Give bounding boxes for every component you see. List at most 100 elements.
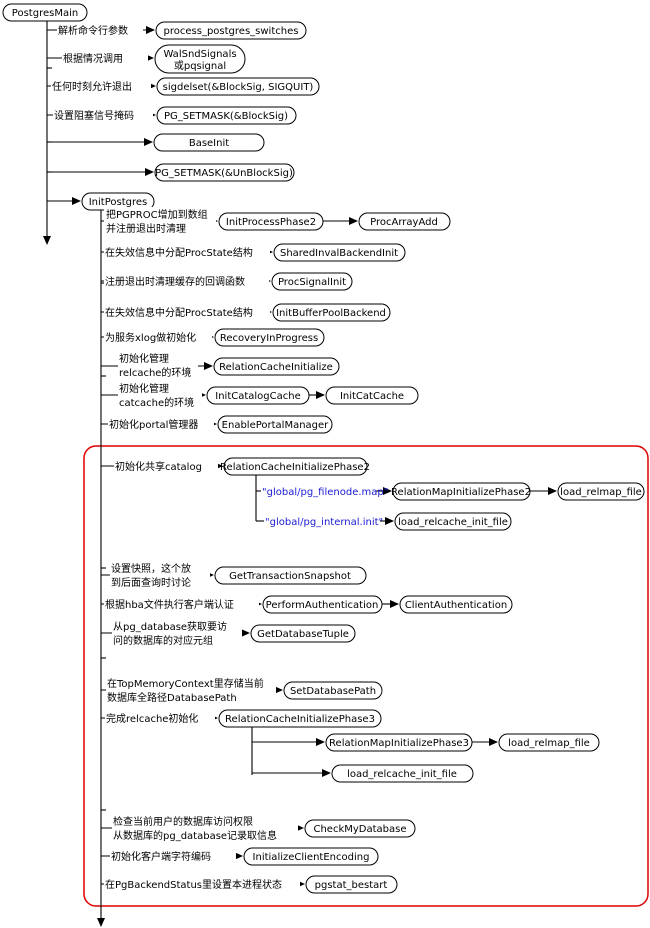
svg-text:EnablePortalManager: EnablePortalManager [222, 420, 330, 431]
node-getdatabasetuple: GetDatabaseTuple [250, 624, 356, 643]
node-relationcacheinitialize: RelationCacheInitialize [213, 357, 340, 376]
node-initprocessphase2: InitProcessPhase2 [218, 212, 324, 231]
svg-text:InitProcessPhase2: InitProcessPhase2 [226, 217, 316, 228]
svg-text:RelationCacheInitializePhase2: RelationCacheInitializePhase2 [220, 462, 370, 473]
svg-text:GetTransactionSnapshot: GetTransactionSnapshot [229, 571, 351, 582]
node-load-relcache-init-file-1: load_relcache_init_file [394, 512, 512, 531]
label-call-by-case: 根据情况调用 [63, 52, 123, 65]
svg-text:ClientAuthentication: ClientAuthentication [405, 600, 507, 611]
svg-text:BaseInit: BaseInit [189, 138, 229, 149]
node-initcatcache: InitCatCache [325, 386, 419, 405]
label-init-portal: 初始化portal管理器 [109, 418, 198, 431]
label-hba-auth: 根据hba文件执行客户端认证 [105, 598, 234, 611]
node-relationmapinitializephase2: RelationMapInitializePhase2 [391, 482, 531, 501]
node-performauthentication: PerformAuthentication [262, 595, 383, 614]
node-initcatalogcache: InitCatalogCache [206, 386, 310, 405]
svg-text:load_relcache_init_file: load_relcache_init_file [398, 517, 508, 528]
node-pg-setmask-unblocksig: PG_SETMASK(&UnBlockSig) [154, 163, 295, 182]
svg-text:PG_SETMASK(&BlockSig): PG_SETMASK(&BlockSig) [164, 111, 288, 122]
svg-text:pgstat_bestart: pgstat_bestart [315, 880, 388, 891]
node-setdatabasepath: SetDatabasePath [283, 681, 383, 700]
svg-text:RelationMapInitializePhase2: RelationMapInitializePhase2 [391, 487, 531, 498]
label-snapshot-2: 到后面查询时讨论 [111, 576, 191, 589]
svg-text:load_relmap_file: load_relmap_file [560, 487, 642, 498]
svg-text:process_postgres_switches: process_postgres_switches [164, 26, 299, 37]
label-xlog-init: 为服务xlog做初始化 [105, 331, 196, 344]
label-register-cleanup: 注册退出时清理缓存的回调函数 [105, 275, 245, 288]
label-check-access-2: 从数据库的pg_database记录取信息 [113, 829, 277, 842]
label-set-backend-status: 在PgBackendStatus里设置本进程状态 [105, 878, 282, 891]
svg-text:InitBufferPoolBackend: InitBufferPoolBackend [276, 308, 386, 319]
label-add-pgproc: 把PGPROC增加到数组 [106, 208, 208, 221]
svg-text:RecoveryInProgress: RecoveryInProgress [220, 333, 318, 344]
svg-text:load_relmap_file: load_relmap_file [508, 738, 590, 749]
label-init-catcache: 初始化管理 [119, 382, 169, 395]
highlight-box [83, 445, 649, 907]
label-allow-exit: 任何时刻允许退出 [52, 80, 132, 93]
node-baseinit: BaseInit [153, 133, 265, 152]
label-add-pgproc-2: 并注册退出时清理 [106, 222, 186, 235]
initpostgres-spine-ticks [101, 282, 106, 811]
label-set-block-mask: 设置阻塞信号掩码 [54, 109, 134, 122]
node-checkmydatabase: CheckMyDatabase [304, 819, 416, 838]
svg-text:RelationCacheInitializePhase3: RelationCacheInitializePhase3 [225, 714, 375, 725]
label-store-path: 在TopMemoryContext里存储当前 [107, 677, 264, 690]
node-initializeclientencoding: InitializeClientEncoding [243, 847, 379, 866]
node-relationcacheinitializephase2: RelationCacheInitializePhase2 [220, 457, 370, 476]
label-get-tuple: 从pg_database获取要访 [113, 621, 227, 633]
node-relationcacheinitializephase3: RelationCacheInitializePhase3 [218, 709, 382, 728]
node-procsignalinit: ProcSignalInit [271, 272, 353, 291]
node-load-relcache-init-file-2: load_relcache_init_file [331, 764, 474, 783]
label-filenode-map: "global/pg_filenode.map" [262, 487, 388, 498]
svg-text:InitPostgres: InitPostgres [89, 197, 148, 208]
node-sharedinvalbackendinit: SharedInvalBackendInit [273, 243, 406, 262]
node-pg-setmask-blocksig: PG_SETMASK(&BlockSig) [156, 106, 297, 125]
svg-text:RelationMapInitializePhase3: RelationMapInitializePhase3 [329, 738, 469, 749]
node-walsndsignals: WalSndSignals 或pqsignal [154, 44, 246, 74]
svg-text:InitializeClientEncoding: InitializeClientEncoding [253, 852, 370, 863]
label-inval-procstate-2: 在失效信息中分配ProcState结构 [105, 306, 253, 319]
label-finish-relcache: 完成relcache初始化 [106, 712, 198, 725]
edge-labels: 解析命令行参数 根据情况调用 任何时刻允许退出 设置阻塞信号掩码 把PGPROC… [51, 23, 388, 891]
node-initbufferpoolbackend: InitBufferPoolBackend [272, 303, 391, 322]
svg-text:CheckMyDatabase: CheckMyDatabase [313, 824, 406, 835]
svg-text:或pqsignal: 或pqsignal [174, 60, 226, 72]
svg-text:WalSndSignals: WalSndSignals [163, 49, 236, 60]
label-internal-init: "global/pg_internal.init" [265, 517, 383, 528]
node-postgresmain: PostgresMain [2, 3, 88, 22]
label-init-relcache: 初始化管理 [119, 352, 169, 365]
svg-text:PerformAuthentication: PerformAuthentication [266, 600, 379, 611]
label-get-tuple-2: 问的数据库的对应元组 [113, 634, 213, 647]
label-check-access: 检查当前用户的数据库访问权限 [113, 815, 253, 828]
node-load-relmap-file-2: load_relmap_file [498, 733, 600, 752]
svg-text:PG_SETMASK(&UnBlockSig): PG_SETMASK(&UnBlockSig) [155, 168, 293, 179]
label-init-catcache-2: catcache的环境 [119, 396, 194, 409]
svg-text:InitCatalogCache: InitCatalogCache [215, 391, 301, 402]
node-relationmapinitializephase3: RelationMapInitializePhase3 [325, 733, 473, 752]
label-parse-args: 解析命令行参数 [58, 24, 128, 37]
node-procarrayadd: ProcArrayAdd [358, 212, 451, 231]
svg-text:sigdelset(&BlockSig, SIGQUIT): sigdelset(&BlockSig, SIGQUIT) [163, 82, 314, 93]
svg-text:SetDatabasePath: SetDatabasePath [290, 686, 376, 697]
node-load-relmap-file-1: load_relmap_file [557, 482, 645, 501]
label-init-client-enc: 初始化客户端字符编码 [111, 850, 211, 863]
label-init-shared-catalog: 初始化共享catalog [115, 460, 202, 473]
node-sigdelset: sigdelset(&BlockSig, SIGQUIT) [156, 77, 320, 96]
label-inval-procstate-1: 在失效信息中分配ProcState结构 [105, 246, 253, 259]
svg-text:PostgresMain: PostgresMain [12, 8, 78, 19]
label-init-relcache-2: relcache的环境 [119, 366, 191, 379]
node-pgstat-bestart: pgstat_bestart [305, 875, 398, 894]
label-store-path-2: 数据库全路径DatabasePath [107, 691, 237, 704]
svg-text:GetDatabaseTuple: GetDatabaseTuple [257, 629, 349, 640]
svg-text:load_relcache_init_file: load_relcache_init_file [347, 769, 457, 780]
node-recoveryinprogress: RecoveryInProgress [214, 328, 325, 347]
node-enableportalmanager: EnablePortalManager [217, 415, 333, 434]
node-process-postgres-switches: process_postgres_switches [155, 21, 307, 40]
node-clientauthentication: ClientAuthentication [399, 595, 513, 614]
svg-text:SharedInvalBackendInit: SharedInvalBackendInit [280, 248, 398, 259]
svg-text:RelationCacheInitialize: RelationCacheInitialize [219, 362, 333, 373]
svg-text:ProcArrayAdd: ProcArrayAdd [370, 217, 438, 228]
svg-text:ProcSignalInit: ProcSignalInit [278, 277, 346, 288]
svg-text:InitCatCache: InitCatCache [340, 391, 404, 402]
